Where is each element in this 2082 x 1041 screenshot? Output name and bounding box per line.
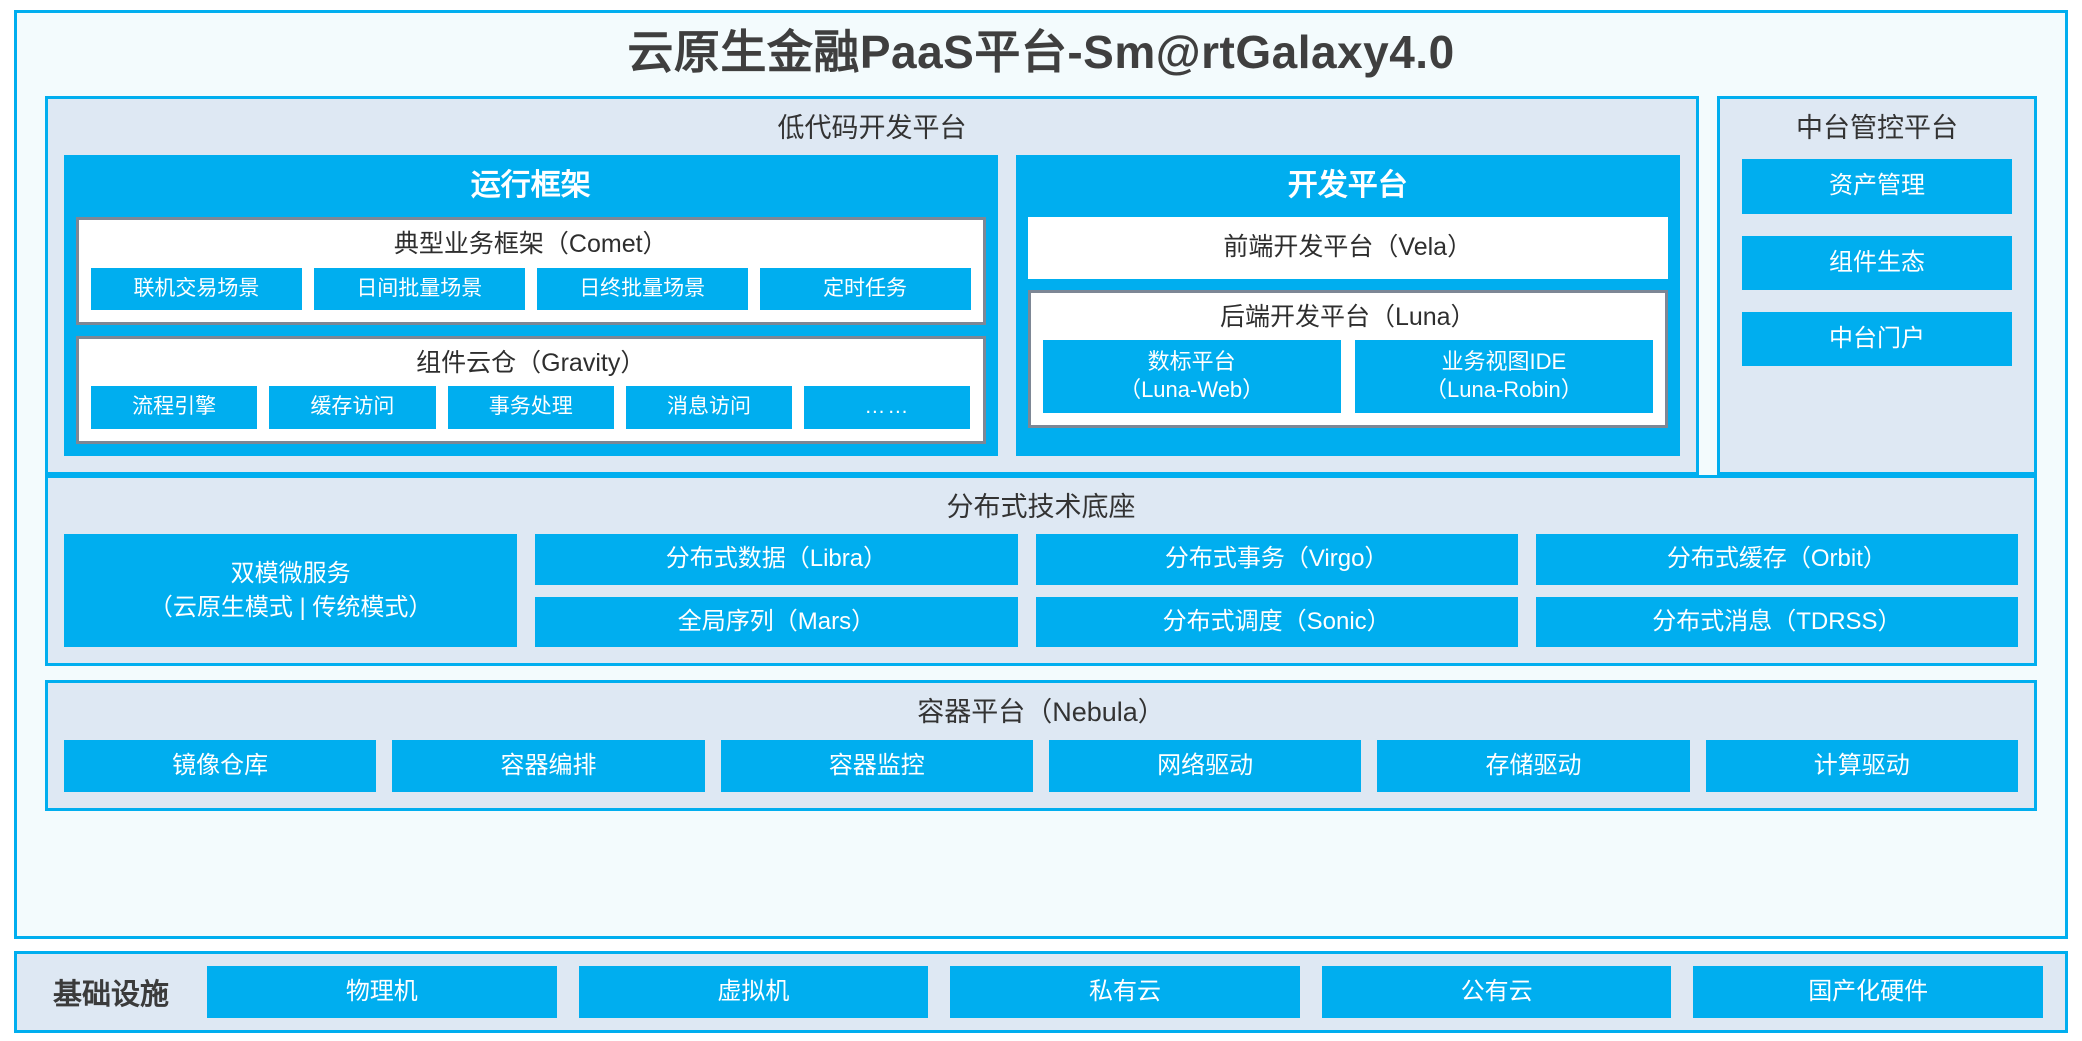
lowcode-platform-body: 运行框架 典型业务框架（Comet） 联机交易场景 日间批量场景 日终批量场景 … bbox=[64, 155, 1680, 456]
comet-group: 典型业务框架（Comet） 联机交易场景 日间批量场景 日终批量场景 定时任务 bbox=[76, 217, 986, 325]
tech-item-dual-mode-microservice[interactable]: 双模微服务 （云原生模式 | 传统模式） bbox=[64, 534, 518, 648]
infrastructure-item-physical-machine[interactable]: 物理机 bbox=[207, 965, 557, 1019]
container-platform-title: 容器平台（Nebula） bbox=[917, 697, 1165, 728]
distributed-tech-base-panel: 分布式技术底座 双模微服务 （云原生模式 | 传统模式） 分布式数据（Libra… bbox=[45, 474, 2037, 667]
container-item-image-registry[interactable]: 镜像仓库 bbox=[64, 739, 377, 793]
comet-item-online-transaction[interactable]: 联机交易场景 bbox=[91, 267, 302, 310]
comet-item-eod-batch[interactable]: 日终批量场景 bbox=[536, 267, 748, 310]
luna-chip-row: 数标平台 （Luna-Web） 业务视图IDE （Luna-Robin） bbox=[1042, 340, 1653, 413]
luna-item-luna-robin[interactable]: 业务视图IDE （Luna-Robin） bbox=[1354, 340, 1653, 413]
infrastructure-item-domestic-hardware[interactable]: 国产化硬件 bbox=[1693, 965, 2043, 1019]
tech-col-microservice: 双模微服务 （云原生模式 | 传统模式） bbox=[64, 534, 518, 648]
container-item-storage-driver[interactable]: 存储驱动 bbox=[1377, 739, 1690, 793]
infrastructure-label: 基础设施 bbox=[53, 979, 170, 1011]
infrastructure-item-private-cloud[interactable]: 私有云 bbox=[950, 965, 1300, 1019]
luna-title: 后端开发平台（Luna） bbox=[1219, 302, 1476, 331]
gravity-group: 组件云仓（Gravity） 流程引擎 缓存访问 事务处理 消息访问 …… bbox=[76, 335, 986, 444]
development-platform-card: 开发平台 前端开发平台（Vela） 后端开发平台（Luna） 数标平台 （Lun… bbox=[1015, 155, 1680, 456]
tech-col-data: 分布式数据（Libra） 全局序列（Mars） bbox=[535, 534, 1018, 648]
runtime-framework-card: 运行框架 典型业务框架（Comet） 联机交易场景 日间批量场景 日终批量场景 … bbox=[64, 155, 998, 456]
midoffice-control-title: 中台管控平台 bbox=[1796, 112, 1958, 143]
microservice-name: 双模微服务 bbox=[230, 560, 351, 588]
tech-item-distributed-data-libra[interactable]: 分布式数据（Libra） bbox=[535, 534, 1018, 585]
luna-robin-name: 业务视图IDE bbox=[1441, 349, 1567, 375]
microservice-modes: （云原生模式 | 传统模式） bbox=[148, 593, 433, 621]
infrastructure-panel: 基础设施 物理机 虚拟机 私有云 公有云 国产化硬件 bbox=[14, 951, 2068, 1033]
container-platform-panel: 容器平台（Nebula） 镜像仓库 容器编排 容器监控 网络驱动 存储驱动 计算… bbox=[45, 680, 2037, 812]
page-title: 云原生金融PaaS平台-Sm@rtGalaxy4.0 bbox=[627, 26, 1455, 78]
midoffice-control-panel: 中台管控平台 资产管理 组件生态 中台门户 bbox=[1717, 95, 2037, 475]
distributed-tech-base-body: 双模微服务 （云原生模式 | 传统模式） 分布式数据（Libra） 全局序列（M… bbox=[64, 534, 2018, 648]
comet-chip-row: 联机交易场景 日间批量场景 日终批量场景 定时任务 bbox=[91, 267, 971, 310]
midoffice-item-list: 资产管理 组件生态 中台门户 bbox=[1742, 155, 2012, 367]
container-item-network-driver[interactable]: 网络驱动 bbox=[1048, 739, 1362, 793]
tech-item-distributed-scheduling-sonic[interactable]: 分布式调度（Sonic） bbox=[1035, 596, 1518, 648]
comet-title: 典型业务框架（Comet） bbox=[393, 230, 668, 259]
comet-item-intraday-batch[interactable]: 日间批量场景 bbox=[313, 267, 525, 310]
tech-col-transaction: 分布式事务（Virgo） 分布式调度（Sonic） bbox=[1035, 534, 1518, 648]
gravity-item-more[interactable]: …… bbox=[804, 386, 971, 429]
vela-frontend-platform[interactable]: 前端开发平台（Vela） bbox=[1027, 217, 1668, 279]
gravity-title: 组件云仓（Gravity） bbox=[416, 348, 646, 377]
luna-robin-code: （Luna-Robin） bbox=[1425, 377, 1583, 403]
gravity-item-process-engine[interactable]: 流程引擎 bbox=[91, 386, 258, 429]
lowcode-platform-title: 低代码开发平台 bbox=[777, 112, 967, 143]
infrastructure-item-virtual-machine[interactable]: 虚拟机 bbox=[578, 965, 929, 1019]
midoffice-item-asset-management[interactable]: 资产管理 bbox=[1742, 159, 2012, 214]
gravity-item-cache-access[interactable]: 缓存访问 bbox=[269, 386, 436, 429]
midoffice-item-portal[interactable]: 中台门户 bbox=[1742, 312, 2012, 367]
gravity-item-transaction-processing[interactable]: 事务处理 bbox=[447, 386, 614, 429]
comet-item-scheduled-task[interactable]: 定时任务 bbox=[759, 267, 971, 310]
container-platform-row: 镜像仓库 容器编排 容器监控 网络驱动 存储驱动 计算驱动 bbox=[64, 739, 2018, 793]
luna-web-code: （Luna-Web） bbox=[1119, 377, 1265, 403]
gravity-item-message-access[interactable]: 消息访问 bbox=[625, 386, 793, 429]
infrastructure-item-public-cloud[interactable]: 公有云 bbox=[1321, 965, 1672, 1019]
runtime-framework-title: 运行框架 bbox=[470, 169, 591, 203]
gravity-chip-row: 流程引擎 缓存访问 事务处理 消息访问 …… bbox=[91, 386, 971, 429]
tech-item-distributed-cache-orbit[interactable]: 分布式缓存（Orbit） bbox=[1535, 534, 2018, 585]
lower-stack: 分布式技术底座 双模微服务 （云原生模式 | 传统模式） 分布式数据（Libra… bbox=[45, 474, 2037, 910]
tech-col-cache: 分布式缓存（Orbit） 分布式消息（TDRSS） bbox=[1535, 534, 2018, 648]
lowcode-platform-panel: 低代码开发平台 运行框架 典型业务框架（Comet） 联机交易场景 日间批量场景… bbox=[45, 95, 1699, 475]
container-item-orchestration[interactable]: 容器编排 bbox=[392, 739, 705, 793]
tech-item-distributed-message-tdrss[interactable]: 分布式消息（TDRSS） bbox=[1535, 596, 2018, 648]
top-row: 低代码开发平台 运行框架 典型业务框架（Comet） 联机交易场景 日间批量场景… bbox=[45, 95, 2037, 475]
tech-item-distributed-transaction-virgo[interactable]: 分布式事务（Virgo） bbox=[1035, 534, 1518, 585]
container-item-monitoring[interactable]: 容器监控 bbox=[720, 739, 1033, 793]
luna-item-luna-web[interactable]: 数标平台 （Luna-Web） bbox=[1042, 340, 1341, 413]
distributed-tech-base-title: 分布式技术底座 bbox=[946, 491, 1136, 522]
development-platform-title: 开发平台 bbox=[1287, 169, 1408, 203]
container-item-compute-driver[interactable]: 计算驱动 bbox=[1705, 739, 2018, 793]
luna-web-name: 数标平台 bbox=[1147, 349, 1236, 375]
tech-item-global-sequence-mars[interactable]: 全局序列（Mars） bbox=[535, 596, 1018, 648]
midoffice-item-component-ecosystem[interactable]: 组件生态 bbox=[1742, 235, 2012, 291]
platform-main-frame: 云原生金融PaaS平台-Sm@rtGalaxy4.0 低代码开发平台 运行框架 … bbox=[14, 10, 2068, 939]
luna-group: 后端开发平台（Luna） 数标平台 （Luna-Web） 业务视图IDE （Lu… bbox=[1027, 289, 1668, 428]
